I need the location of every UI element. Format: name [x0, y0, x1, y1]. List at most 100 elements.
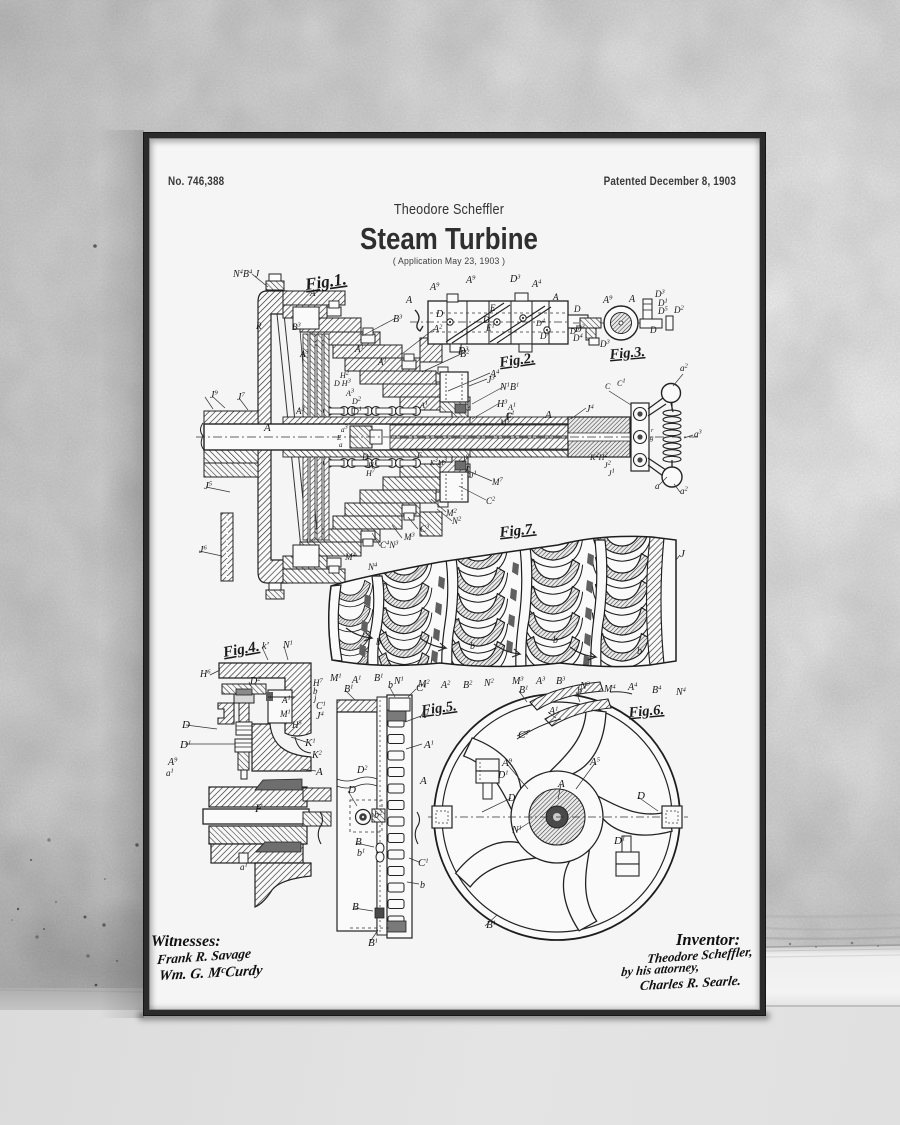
- svg-text:D6: D6: [569, 326, 580, 337]
- svg-text:b1: b1: [357, 848, 365, 860]
- svg-text:a: a: [655, 481, 660, 491]
- svg-text:J2: J2: [604, 460, 612, 471]
- svg-text:N1: N1: [511, 825, 522, 837]
- svg-text:D1: D1: [497, 770, 508, 782]
- svg-text:a1: a1: [166, 768, 174, 779]
- svg-text:B1: B1: [368, 937, 378, 949]
- svg-text:N1: N1: [282, 640, 293, 652]
- svg-text:D2: D2: [249, 676, 261, 688]
- svg-text:E1: E1: [485, 323, 495, 334]
- svg-text:F: F: [254, 801, 263, 815]
- svg-text:A2: A2: [432, 324, 443, 336]
- svg-text:A1: A1: [548, 706, 558, 718]
- svg-text:J6: J6: [199, 545, 207, 557]
- svg-text:D3: D3: [574, 324, 586, 335]
- svg-text:b: b: [637, 646, 642, 657]
- svg-text:A3: A3: [295, 406, 306, 417]
- svg-text:a: a: [339, 441, 343, 449]
- svg-text:D: D: [649, 325, 657, 335]
- svg-text:J1: J1: [608, 468, 615, 479]
- svg-text:j: j: [465, 463, 469, 472]
- svg-text:C: C: [605, 382, 611, 391]
- svg-text:D: D: [181, 719, 190, 731]
- svg-text:A4: A4: [489, 369, 500, 381]
- svg-text:D: D: [482, 315, 490, 325]
- svg-text:N1: N1: [393, 676, 404, 688]
- svg-text:a2: a2: [680, 486, 689, 497]
- svg-text:Fig.5.: Fig.5.: [419, 698, 457, 719]
- svg-text:A2: A2: [440, 680, 451, 692]
- svg-text:a3: a3: [694, 429, 703, 440]
- svg-text:A: A: [405, 295, 413, 306]
- svg-text:J5: J5: [204, 480, 213, 492]
- svg-text:H7: H7: [365, 468, 376, 479]
- svg-text:M1: M1: [279, 709, 291, 720]
- svg-text:B1: B1: [519, 685, 528, 697]
- svg-text:J3: J3: [487, 375, 495, 387]
- svg-text:A: A: [419, 775, 427, 787]
- svg-text:D3: D3: [654, 289, 666, 300]
- svg-text:A9: A9: [602, 295, 613, 307]
- svg-text:B3: B3: [393, 314, 403, 326]
- svg-text:J1: J1: [470, 470, 477, 481]
- svg-text:D: D: [573, 304, 581, 314]
- svg-text:r: r: [651, 428, 654, 434]
- svg-text:A: A: [544, 409, 552, 421]
- svg-text:C1: C1: [416, 682, 427, 694]
- svg-text:H2: H2: [339, 370, 350, 381]
- svg-text:J: J: [680, 548, 686, 560]
- svg-text:D H3: D H3: [333, 378, 352, 389]
- svg-text:M4: M4: [603, 684, 616, 696]
- svg-text:b: b: [376, 637, 381, 648]
- svg-text:C1: C1: [316, 701, 326, 713]
- svg-text:k': k': [262, 641, 269, 652]
- svg-text:C1: C1: [617, 378, 626, 389]
- svg-text:H7: H7: [312, 678, 324, 689]
- svg-text:H5: H5: [291, 720, 303, 731]
- svg-text:b: b: [577, 686, 582, 697]
- svg-text:N4: N4: [367, 562, 378, 573]
- svg-text:D1: D1: [179, 739, 191, 751]
- svg-text:D5: D5: [657, 306, 669, 317]
- svg-text:a1: a1: [240, 862, 248, 873]
- svg-text:B1: B1: [486, 919, 496, 931]
- svg-text:b2: b2: [374, 810, 383, 822]
- svg-text:B1: B1: [374, 673, 383, 685]
- svg-text:J4: J4: [316, 711, 324, 723]
- svg-text:E: E: [336, 434, 342, 442]
- svg-text:Fig.6.: Fig.6.: [627, 702, 665, 721]
- svg-text:B: B: [355, 836, 362, 848]
- svg-text:D4: D4: [572, 333, 584, 344]
- svg-text:B: B: [352, 901, 359, 913]
- svg-text:g: g: [650, 434, 654, 442]
- svg-text:A1: A1: [351, 675, 361, 687]
- svg-text:D1: D1: [352, 406, 362, 417]
- svg-text:A3: A3: [345, 388, 355, 399]
- svg-text:A4: A4: [627, 682, 638, 694]
- svg-text:A9: A9: [465, 275, 476, 287]
- svg-text:B3: B3: [292, 322, 302, 333]
- svg-text:D4: D4: [535, 318, 546, 329]
- svg-text:D7: D7: [539, 331, 551, 342]
- svg-text:M2: M2: [417, 679, 430, 691]
- svg-text:E: E: [489, 303, 496, 313]
- svg-text:C3: C3: [420, 524, 430, 535]
- svg-text:Fig.3.: Fig.3.: [608, 344, 646, 363]
- svg-text:A: A: [263, 422, 271, 434]
- svg-text:K2H2: K2H2: [589, 452, 608, 463]
- svg-text:D2: D2: [356, 765, 368, 777]
- svg-text:A3: A3: [299, 349, 310, 360]
- svg-text:D3: D3: [509, 274, 521, 286]
- svg-text:A: A: [628, 294, 636, 305]
- svg-text:N3: N3: [579, 681, 591, 693]
- svg-text:A3: A3: [535, 676, 546, 688]
- svg-text:M3: M3: [403, 532, 416, 543]
- svg-text:B1: B1: [344, 684, 353, 696]
- svg-text:a2: a2: [680, 363, 689, 374]
- svg-text:C4N3: C4N3: [380, 540, 399, 551]
- svg-text:H1: H1: [367, 460, 377, 471]
- svg-text:D: D: [636, 790, 645, 802]
- svg-text:C1: C1: [418, 857, 429, 869]
- svg-text:J8: J8: [462, 454, 470, 465]
- svg-text:A9: A9: [167, 757, 178, 769]
